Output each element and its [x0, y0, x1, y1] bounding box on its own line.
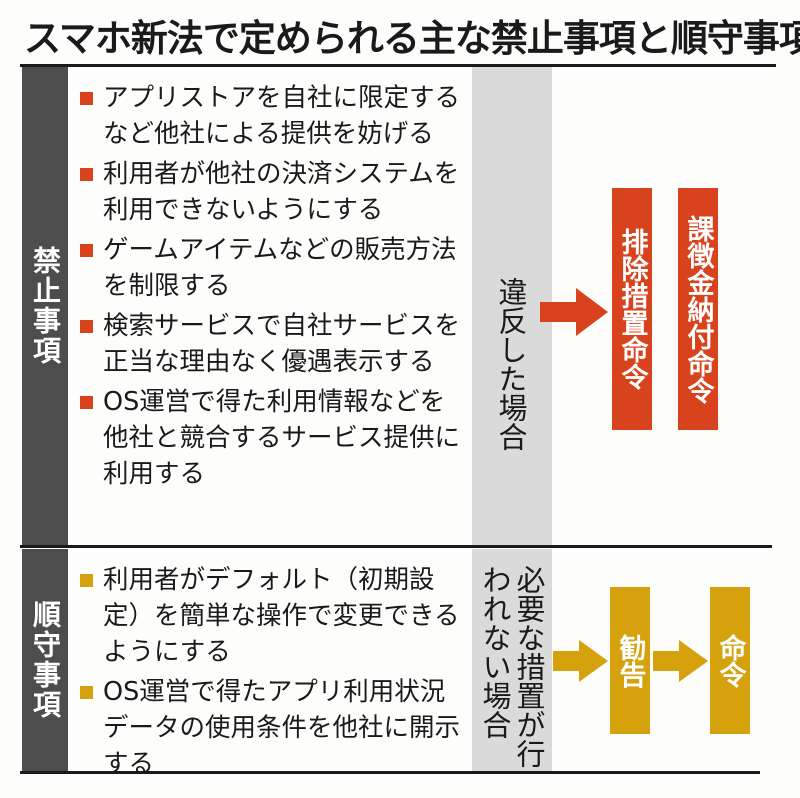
item-text: 検索サービスで自社サービスを正当な理由なく優遇表示する: [103, 311, 461, 377]
arrow-right-icon: [540, 288, 608, 336]
compliance-list: 利用者がデフォルト（初期設定）を簡単な操作で変更できるようにする OS運営で得た…: [80, 562, 470, 786]
page-title: スマホ新法で定められる主な禁止事項と順守事項: [24, 17, 800, 60]
bullet-icon: [80, 396, 93, 409]
bullet-icon: [80, 92, 93, 105]
bullet-icon: [80, 320, 93, 333]
surcharge-order-box: 課徴金納付命令: [678, 188, 718, 430]
item-text: OS運営で得たアプリ利用状況データの使用条件を他社に開示する: [103, 677, 461, 779]
bullet-icon: [80, 244, 93, 257]
list-item: ゲームアイテムなどの販売方法を制限する: [80, 232, 470, 304]
item-text: ゲームアイテムなどの販売方法を制限する: [103, 235, 457, 301]
exclusion-order-box: 排除措置命令: [612, 188, 652, 430]
divider: [20, 64, 776, 67]
bullet-icon: [80, 574, 93, 587]
bullet-icon: [80, 168, 93, 181]
prohibited-condition: 違反した場合: [494, 277, 528, 451]
list-item: OS運営で得た利用情報などを他社と競合するサービス提供に利用する: [80, 384, 470, 492]
item-text: アプリストアを自社に限定するなど他社による提供を妨げる: [103, 83, 461, 149]
item-text: 利用者がデフォルト（初期設定）を簡単な操作で変更できるようにする: [103, 565, 460, 667]
arrow-right-icon: [553, 640, 608, 682]
list-item: OS運営で得たアプリ利用状況データの使用条件を他社に開示する: [80, 674, 470, 782]
order-box: 命令: [710, 587, 750, 734]
arrow-right-icon: [653, 640, 708, 682]
condition-column: 違反した場合: [472, 67, 552, 545]
divider: [20, 771, 760, 774]
condition-column: 必要な措置が行われない場合: [472, 549, 552, 771]
prohibited-label: 禁止事項: [22, 67, 68, 545]
list-item: 検索サービスで自社サービスを正当な理由なく優遇表示する: [80, 308, 470, 380]
divider: [20, 545, 772, 548]
list-item: 利用者が他社の決済システムを利用できないようにする: [80, 156, 470, 228]
prohibited-list: アプリストアを自社に限定するなど他社による提供を妨げる 利用者が他社の決済システ…: [80, 80, 470, 496]
compliance-condition: 必要な措置が行われない場合: [478, 565, 546, 768]
compliance-label: 順守事項: [22, 549, 68, 771]
list-item: 利用者がデフォルト（初期設定）を簡単な操作で変更できるようにする: [80, 562, 470, 670]
list-item: アプリストアを自社に限定するなど他社による提供を妨げる: [80, 80, 470, 152]
item-text: 利用者が他社の決済システムを利用できないようにする: [103, 159, 460, 225]
item-text: OS運営で得た利用情報などを他社と競合するサービス提供に利用する: [103, 387, 461, 489]
recommendation-box: 勧告: [610, 587, 650, 734]
bullet-icon: [80, 686, 93, 699]
